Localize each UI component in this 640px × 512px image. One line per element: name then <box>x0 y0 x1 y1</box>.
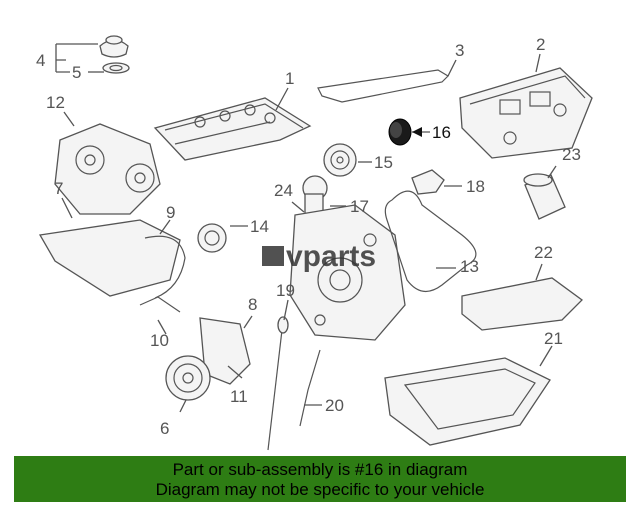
callout-9: 9 <box>166 203 175 222</box>
oil-pan-drawing <box>384 357 551 446</box>
part-16-plug-drawing <box>388 118 412 146</box>
callouts: 1 2 3 4 5 6 7 8 9 10 11 12 13 14 15 16 1… <box>36 35 581 438</box>
watermark-text: vparts <box>286 240 376 273</box>
leader-lines <box>55 43 557 413</box>
callout-17: 17 <box>350 197 369 216</box>
camshaft-sensor-drawing <box>411 169 445 195</box>
callout-22: 22 <box>534 243 553 262</box>
callout-8: 8 <box>248 295 257 314</box>
dipstick-tube-drawing <box>299 349 321 427</box>
timing-cover-drawing <box>38 219 181 297</box>
valve-cover-right-drawing <box>459 67 593 159</box>
callout-2: 2 <box>536 35 545 54</box>
callout-11: 11 <box>230 387 248 406</box>
callout-15: 15 <box>374 153 393 172</box>
hose-drawing <box>139 296 181 313</box>
callout-7: 7 <box>54 179 63 198</box>
callout-6: 6 <box>160 419 169 438</box>
banner-line-1: Part or sub-assembly is #16 in diagram <box>172 460 468 479</box>
banner-line-2: Diagram may not be specific to your vehi… <box>155 480 485 499</box>
dipstick-drawing <box>267 329 283 451</box>
dipstick-handle-drawing <box>277 316 289 334</box>
valve-cover-gasket-drawing <box>317 69 449 103</box>
parts-diagram: vparts 1 2 3 4 5 6 7 8 9 <box>36 35 593 451</box>
timing-cover-gasket-drawing <box>144 235 186 299</box>
timing-cover-rear-drawing <box>54 123 161 215</box>
callout-18: 18 <box>466 177 485 196</box>
highlight-arrow-16 <box>412 127 422 137</box>
callout-12: 12 <box>46 93 65 112</box>
callout-20: 20 <box>325 396 344 415</box>
callout-14: 14 <box>250 217 269 236</box>
idler-pulley-drawing <box>197 223 227 253</box>
callout-4: 4 <box>36 51 45 70</box>
callout-10: 10 <box>150 331 169 350</box>
oil-filler-cap-drawing <box>99 35 130 74</box>
callout-23: 23 <box>562 145 581 164</box>
info-banner: Part or sub-assembly is #16 in diagram D… <box>14 456 626 502</box>
callout-19: 19 <box>276 281 295 300</box>
callout-16: 16 <box>432 123 451 142</box>
callout-1: 1 <box>285 69 294 88</box>
tensioner-drawing <box>302 175 328 215</box>
timing-belt-drawing <box>384 190 477 292</box>
callout-3: 3 <box>455 41 464 60</box>
watermark: vparts <box>262 240 376 273</box>
callout-21: 21 <box>544 329 563 348</box>
valve-cover-left-drawing <box>153 97 312 161</box>
oil-filter-drawing <box>523 173 566 220</box>
crankshaft-pulley-drawing <box>165 355 211 401</box>
callout-13: 13 <box>460 257 479 276</box>
camshaft-gear-drawing <box>323 143 357 177</box>
callout-24: 24 <box>274 181 293 200</box>
heat-shield-drawing <box>461 277 583 331</box>
oil-pump-housing-drawing <box>289 204 406 341</box>
callout-5: 5 <box>72 63 81 82</box>
